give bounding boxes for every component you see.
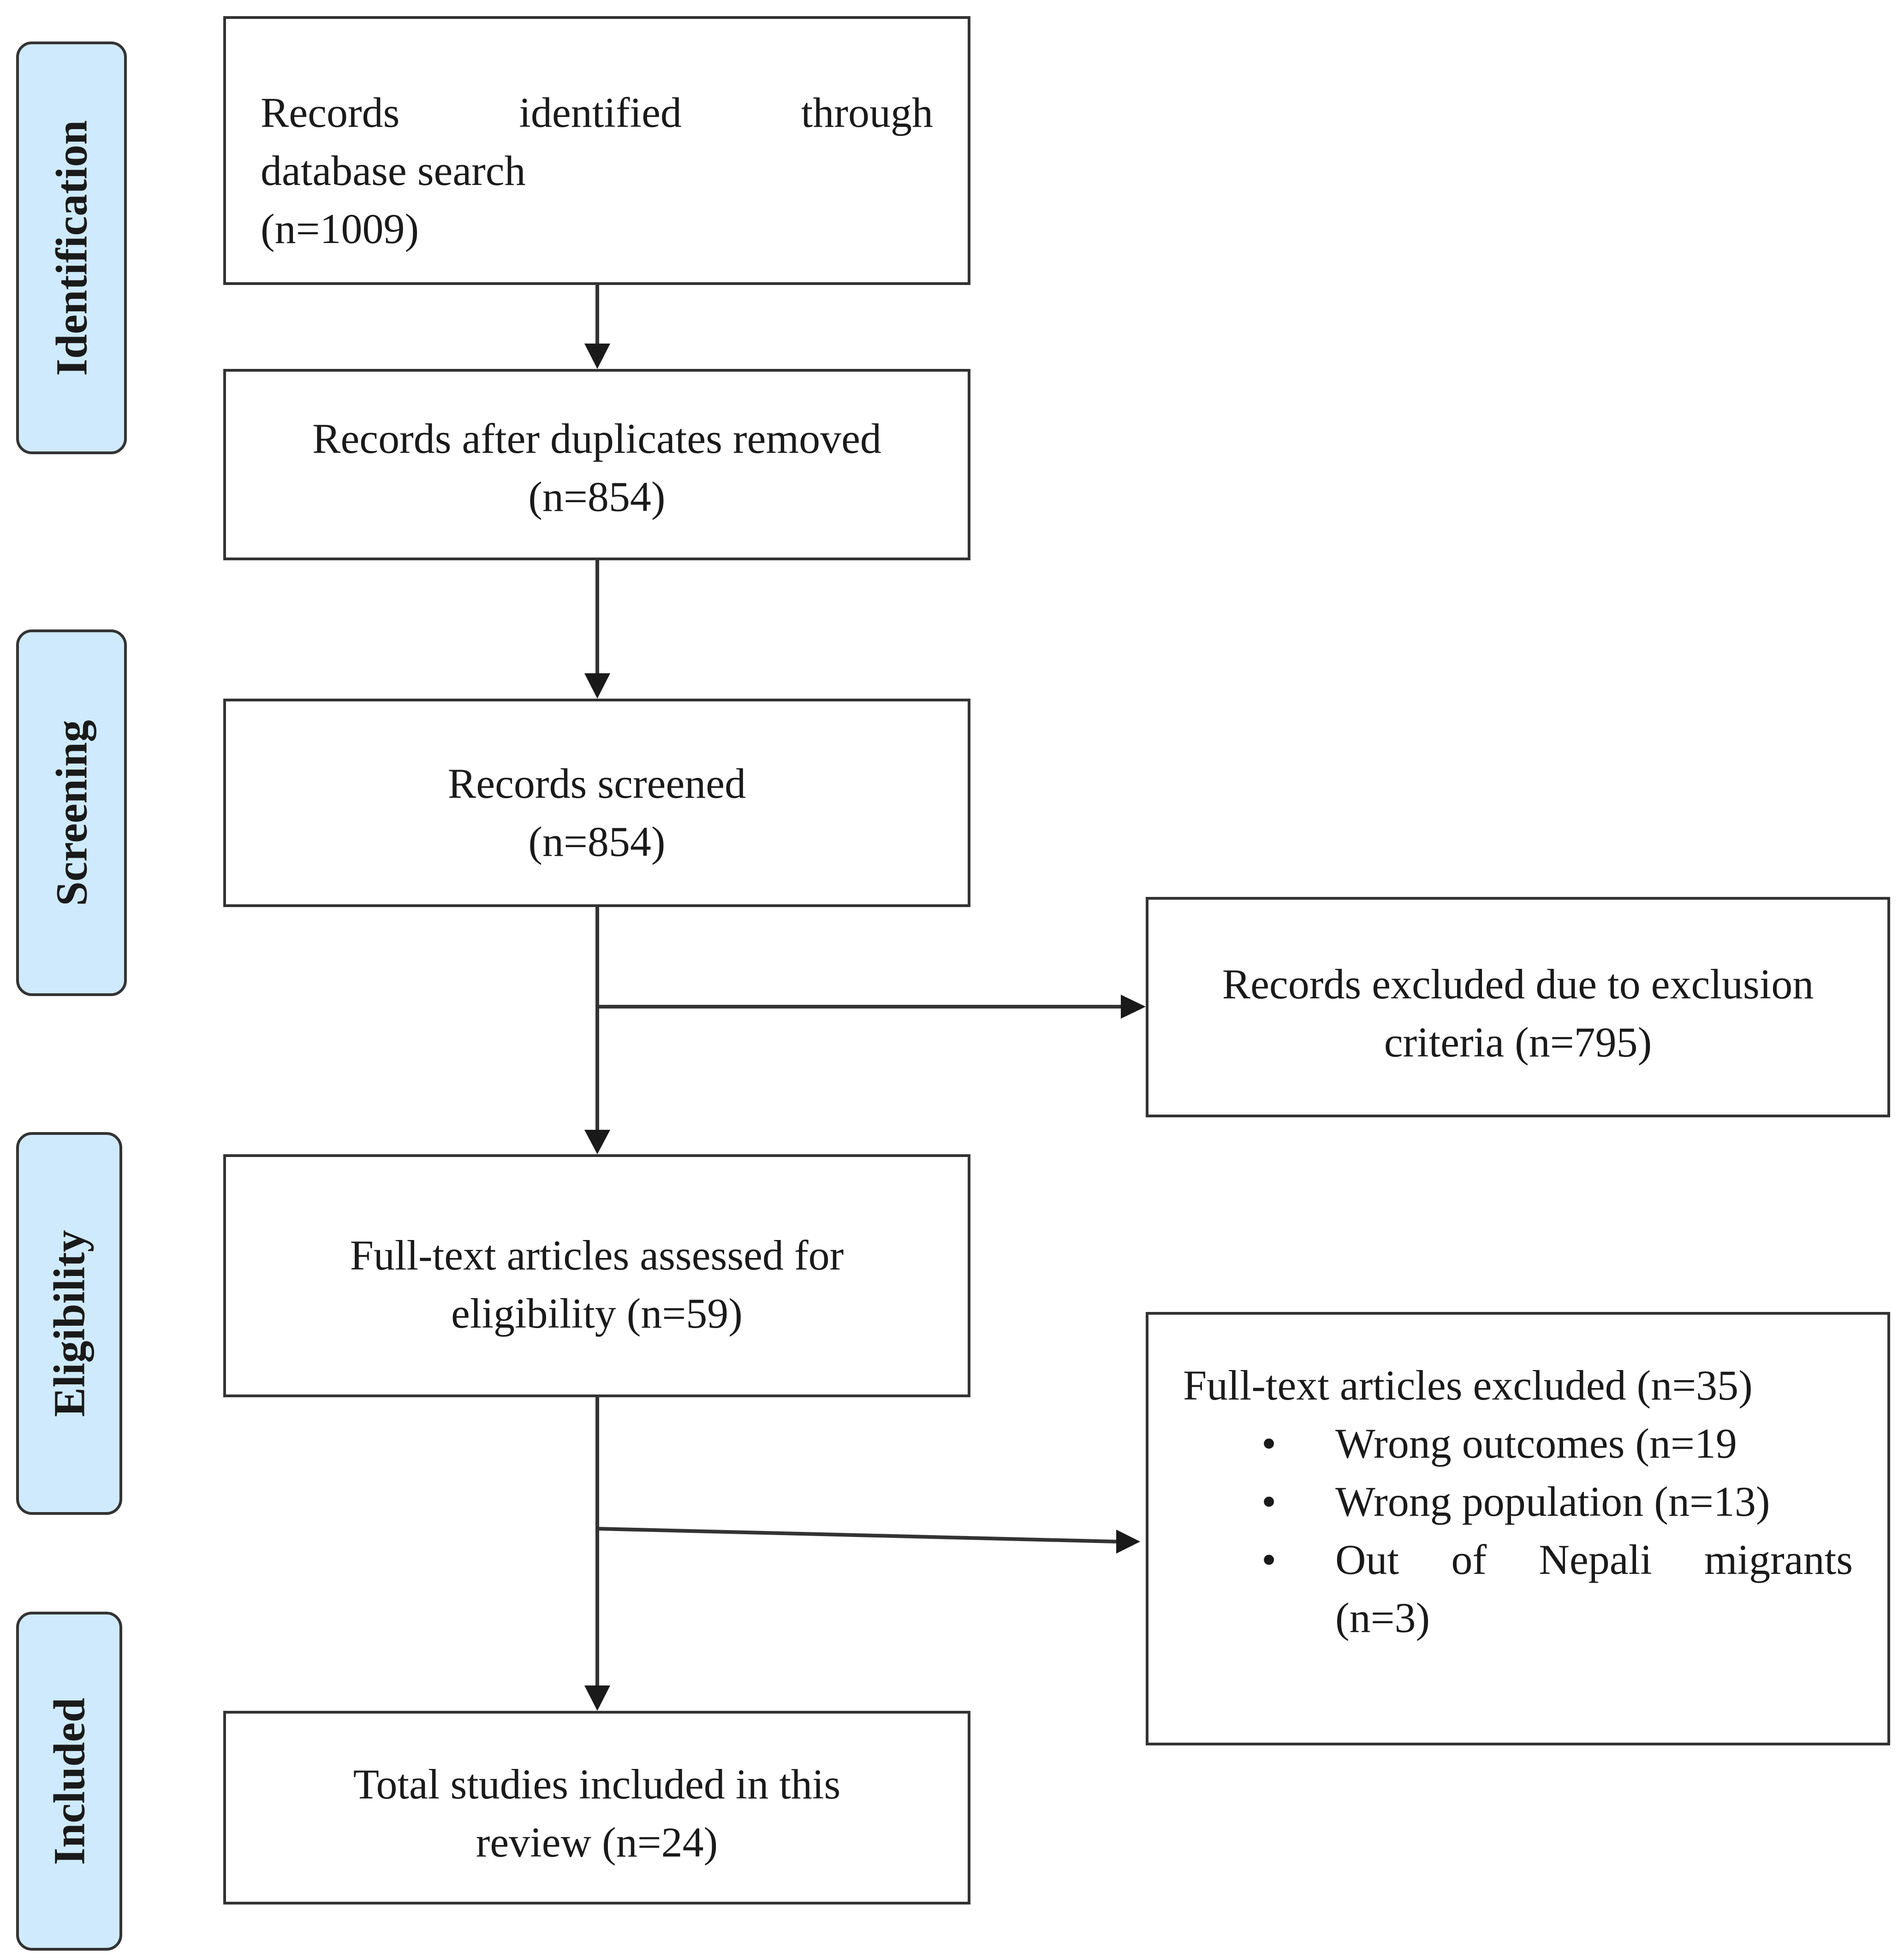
identified-count: (n=1009) (261, 205, 419, 252)
box-fulltext-assessed: Full-text articles assessed for eligibil… (223, 1154, 970, 1397)
box-records-screened: Records screened (n=854) (223, 699, 970, 907)
exclusion-reason-text: Out of Nepali migrants (1335, 1536, 1853, 1583)
exclusion-reason-text-cont: (n=3) (1335, 1594, 1430, 1641)
box-fulltext-excluded: Full-text articles excluded (n=35) Wrong… (1146, 1312, 1890, 1745)
fulltext-assessed-line2: eligibility (n=59) (451, 1290, 743, 1337)
screened-count: (n=854) (528, 818, 666, 865)
exclusion-reason-text: Wrong outcomes (n=19 (1335, 1420, 1737, 1467)
identified-line2: database search (261, 147, 526, 194)
stage-screening: Screening (16, 629, 127, 996)
exclusion-reason-item: Out of Nepali migrants (n=3) (1183, 1531, 1853, 1647)
after-duplicates-count: (n=854) (528, 473, 666, 520)
fulltext-assessed-line1: Full-text articles assessed for (350, 1232, 844, 1279)
stage-identification: Identification (16, 42, 127, 454)
box-total-included: Total studies included in this review (n… (223, 1711, 970, 1905)
included-line2: review (n=24) (476, 1819, 718, 1866)
arrowhead-down-included (584, 1685, 610, 1711)
stage-included: Included (16, 1612, 122, 1951)
included-line1: Total studies included in this (353, 1761, 841, 1808)
box-records-identified: Records identified through database sear… (223, 16, 970, 285)
exclusion-reason-item: Wrong population (n=13) (1183, 1472, 1853, 1531)
arrowhead-right-excluded-criteria (1121, 995, 1146, 1019)
excluded-criteria-line1: Records excluded due to exclusion (1222, 961, 1814, 1008)
after-duplicates-line1: Records after duplicates removed (312, 415, 881, 462)
exclusion-reason-item: Wrong outcomes (n=19 (1183, 1414, 1853, 1472)
arrowhead-down-screened (584, 673, 610, 699)
arrowhead-down-duplicates (584, 344, 610, 369)
screened-line1: Records screened (447, 760, 746, 807)
exclusion-reasons-list: Wrong outcomes (n=19 Wrong population (n… (1183, 1414, 1853, 1647)
exclusion-reason-text: Wrong population (n=13) (1335, 1478, 1770, 1525)
arrowhead-down-assessed (584, 1130, 610, 1154)
box-after-duplicates: Records after duplicates removed (n=854) (223, 369, 970, 560)
box-records-excluded: Records excluded due to exclusion criter… (1146, 897, 1890, 1117)
excluded-criteria-line2: criteria (n=795) (1384, 1019, 1652, 1066)
fulltext-excluded-heading: Full-text articles excluded (n=35) (1183, 1362, 1753, 1409)
arrowhead-right-fulltext-excluded (1116, 1530, 1140, 1554)
arrow-line-to-fulltext-excluded (597, 1527, 1117, 1543)
identified-line1: Records identified through (261, 89, 933, 136)
stage-eligibility: Eligibility (16, 1132, 122, 1515)
